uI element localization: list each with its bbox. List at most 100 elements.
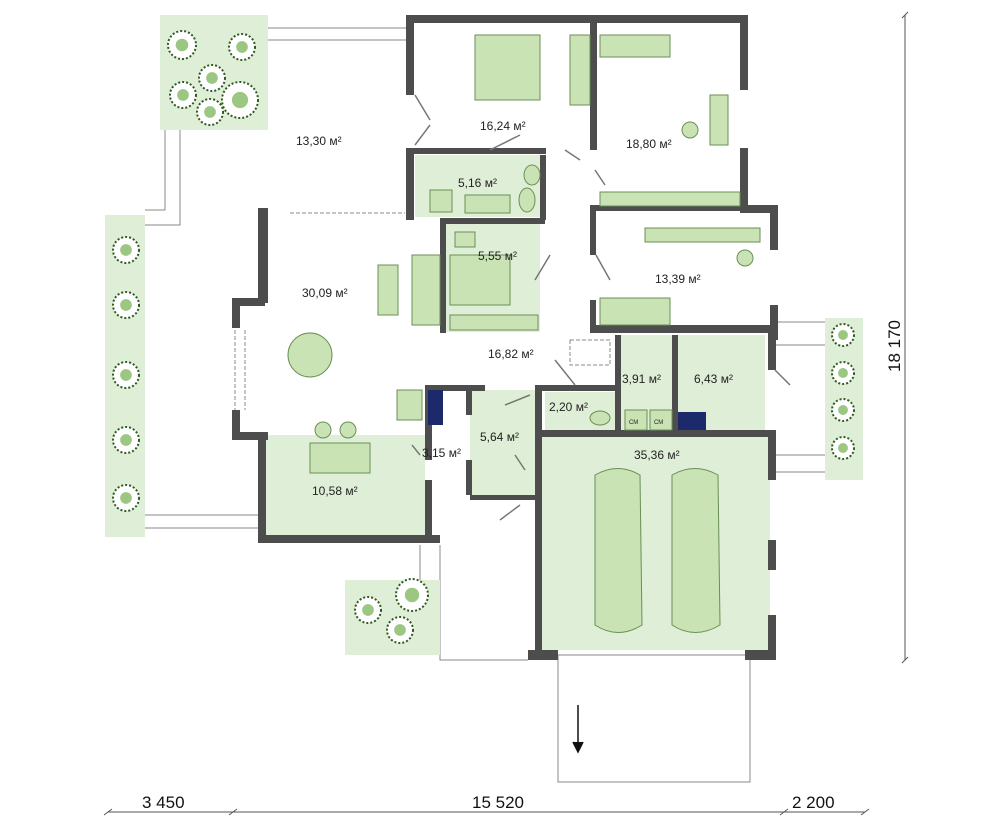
tree-crown [838, 405, 848, 415]
car-right [671, 468, 721, 633]
wall [466, 460, 472, 495]
area-terrace: 13,30 м² [296, 134, 342, 148]
folding-doors [234, 212, 611, 410]
round-furniture [339, 421, 357, 439]
room-fill [470, 390, 542, 495]
trees [112, 30, 855, 644]
tree-crown [175, 38, 189, 52]
wall [590, 20, 597, 150]
area-bathroom-2: 5,55 м² [478, 249, 517, 263]
tree-crown [120, 434, 132, 446]
furniture-item [449, 254, 511, 306]
furniture-item [599, 34, 671, 58]
wall [528, 650, 558, 660]
wall [232, 410, 240, 440]
wall [590, 300, 596, 330]
round-furniture [736, 249, 754, 267]
doors [411, 94, 791, 521]
wall [768, 330, 776, 370]
toilet [523, 164, 541, 186]
toilet [589, 410, 611, 426]
wall [440, 218, 446, 333]
walls [232, 15, 778, 660]
furniture-item [449, 314, 539, 331]
wall [590, 205, 740, 211]
wall [406, 15, 748, 23]
area-vestibule: 5,64 м² [480, 430, 519, 444]
toilet [518, 187, 536, 213]
furniture-item [464, 194, 511, 214]
wall [425, 385, 485, 391]
dryer-label: СМ [654, 420, 663, 426]
tree-crown [394, 624, 406, 636]
wall [406, 150, 414, 220]
boiler [678, 412, 706, 430]
wall [232, 298, 240, 328]
wall [535, 385, 615, 391]
round-furniture [287, 332, 333, 378]
wall [258, 535, 440, 543]
wall [768, 430, 776, 480]
wall [535, 430, 775, 437]
tree-crown [204, 106, 216, 118]
area-pantry: 3,91 м² [622, 372, 661, 386]
furniture-item [454, 231, 476, 248]
furniture-item [569, 34, 591, 106]
tree-crown [362, 604, 374, 616]
tree-crown [206, 72, 218, 84]
area-bathroom-1: 5,16 м² [458, 176, 497, 190]
wall [590, 205, 596, 255]
dryer [649, 409, 673, 431]
wall [590, 325, 775, 333]
entry-arrow-icon [572, 705, 584, 754]
wall [258, 432, 266, 542]
tree-crown [231, 91, 249, 109]
wall [740, 15, 748, 90]
furniture-item [396, 389, 423, 421]
tree-crown [120, 244, 132, 256]
tree-crown [120, 492, 132, 504]
furniture-item [411, 254, 441, 326]
wall [770, 205, 778, 250]
wall [406, 15, 414, 95]
furniture-item [474, 34, 541, 101]
tree-crown [838, 443, 848, 453]
area-bedroom-3: 13,39 м² [655, 272, 701, 286]
wall [232, 298, 265, 306]
wall [768, 540, 776, 570]
furniture-item [709, 94, 729, 146]
wall [672, 335, 678, 435]
washer [624, 409, 648, 431]
furniture-item [599, 297, 671, 326]
furniture [287, 34, 761, 474]
area-garage: 35,36 м² [634, 448, 680, 462]
wall [470, 495, 540, 500]
dimension-right: 2 200 [792, 793, 835, 812]
area-kitchen: 10,58 м² [312, 484, 358, 498]
stove [428, 390, 443, 425]
wall [745, 650, 776, 660]
area-living-room: 30,09 м² [302, 286, 348, 300]
area-boiler-room: 6,43 м² [694, 372, 733, 386]
dimension-lines [103, 11, 909, 816]
area-storage: 3,15 м² [422, 446, 461, 460]
tree-crown [236, 41, 248, 53]
wall [535, 385, 542, 660]
dimension-height: 18 170 [885, 320, 904, 372]
tree-crown [404, 587, 420, 603]
wall [768, 615, 776, 660]
furniture-item [377, 264, 399, 316]
area-wc: 2,20 м² [549, 400, 588, 414]
furniture-item [644, 227, 761, 243]
furniture-item [599, 191, 741, 207]
tree-crown [120, 299, 132, 311]
round-furniture [681, 121, 699, 139]
wall [440, 218, 545, 224]
tree-crown [838, 330, 848, 340]
wall [770, 305, 778, 340]
terrace-rails [145, 27, 826, 661]
furniture-item [309, 442, 371, 474]
dimension-left: 3 450 [142, 793, 185, 812]
area-hall: 16,82 м² [488, 347, 534, 361]
